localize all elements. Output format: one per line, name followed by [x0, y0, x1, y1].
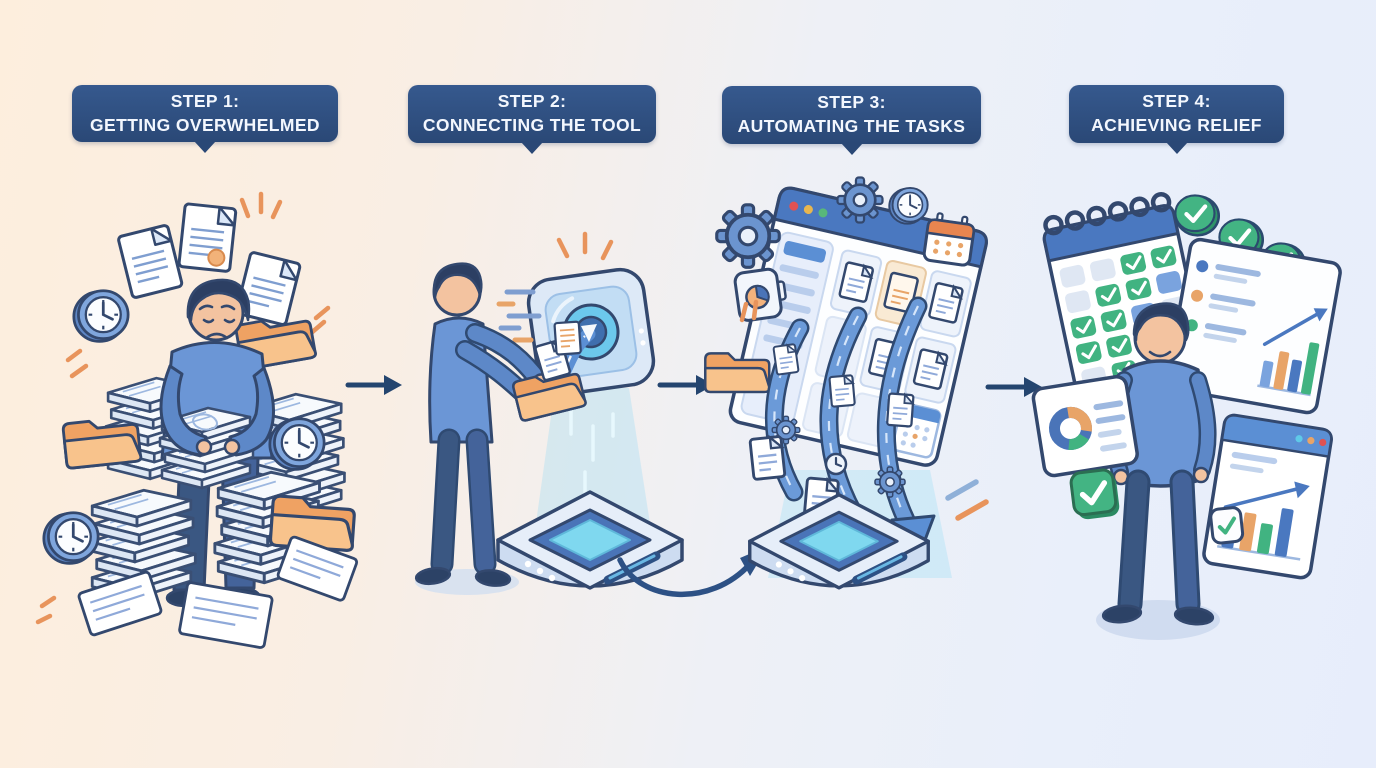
document-icon	[885, 392, 915, 428]
person-shoe	[414, 566, 452, 586]
document-icon	[772, 343, 800, 376]
trend-arrow	[1262, 311, 1321, 346]
step-3-title-line2: AUTOMATING THE TASKS	[737, 116, 966, 136]
window-dot-orange	[1307, 437, 1315, 445]
step-4-title-line1: STEP 4:	[1142, 91, 1211, 112]
gear-icon	[836, 176, 884, 224]
person-hair	[1132, 302, 1190, 342]
document-icon	[748, 434, 787, 482]
spiral-rings	[1043, 191, 1172, 236]
flying-document-seal-icon	[177, 202, 238, 274]
person-leg	[433, 431, 458, 573]
clock-icon	[268, 417, 326, 471]
person-hair	[186, 278, 251, 322]
small-check-card	[1209, 506, 1245, 545]
person-hand	[223, 438, 241, 456]
bullet-orange	[1191, 289, 1204, 302]
scene-step-3-automating	[704, 176, 989, 640]
bullet-blue	[1196, 260, 1209, 273]
clock-icon	[888, 186, 929, 225]
step-1-badge: STEP 1: GETTING OVERWHELMED	[72, 85, 338, 142]
light-streaks	[569, 406, 615, 496]
window-dot-red	[789, 201, 799, 211]
stamp-detail	[192, 413, 218, 431]
trend-arrow	[1223, 486, 1302, 509]
calendar-icon	[922, 212, 976, 267]
step-1-title-line1: STEP 1:	[170, 90, 240, 111]
person-arm	[467, 325, 547, 389]
person-leg	[1120, 472, 1148, 614]
window-doc-card	[904, 336, 957, 404]
check-square-icon	[1069, 468, 1120, 520]
flow-arrow-1-2	[345, 375, 402, 395]
step-2-title-line1: STEP 2:	[497, 91, 567, 112]
document-icon	[828, 374, 856, 408]
folder-icon	[61, 414, 143, 470]
code-lines	[496, 289, 542, 343]
browser-window-chart	[1202, 413, 1333, 580]
scene-step-4-relief	[1031, 191, 1342, 640]
check-coin	[1175, 195, 1218, 235]
scattered-paper	[178, 581, 274, 649]
step-2-title-line2: CONNECTING THE TOOL	[422, 115, 642, 135]
window-doc-card	[919, 270, 972, 338]
window-dot-teal	[1295, 435, 1303, 443]
window-dot-red	[1319, 438, 1327, 447]
step-4-title-line2: ACHIEVING RELIEF	[1091, 115, 1262, 135]
scene-step-2-connecting	[414, 231, 695, 595]
person-hand	[195, 438, 213, 456]
window-dot-green	[818, 208, 828, 218]
step-4-badge: STEP 4: ACHIEVING RELIEF	[1069, 85, 1284, 143]
sad-eyebrows	[198, 304, 236, 311]
stress-sparks-bottom	[35, 595, 57, 625]
scattered-paper	[77, 570, 163, 637]
dashboard-card	[1165, 237, 1342, 415]
flying-document-icon	[116, 223, 185, 300]
step-3-badge: STEP 3: AUTOMATING THE TASKS	[722, 86, 981, 144]
gear-icon	[714, 202, 782, 270]
person-shoe	[1101, 604, 1143, 624]
accent-dashes	[945, 479, 989, 521]
person-leg	[468, 431, 494, 573]
donut-chart-card	[1031, 374, 1139, 478]
scene-step-1-overwhelmed	[35, 191, 359, 649]
step-3-title-line1: STEP 3:	[817, 92, 886, 113]
person-shoe	[474, 569, 512, 587]
flow-arrow-3-4	[985, 377, 1042, 397]
person-shoe	[1173, 606, 1215, 626]
person-leg	[1172, 472, 1198, 614]
clock-icon	[72, 289, 130, 343]
person-hair	[432, 262, 483, 299]
gear-icon	[874, 466, 906, 498]
scattered-paper	[276, 535, 359, 602]
sparks	[556, 231, 614, 261]
step-1-title-line2: GETTING OVERWHELMED	[90, 114, 320, 135]
frown-mouth	[204, 332, 229, 340]
clock-icon	[824, 452, 848, 476]
swoosh-arrowhead	[581, 324, 597, 342]
smile-mouth	[1148, 350, 1172, 358]
person-arm	[1191, 373, 1215, 477]
person-hand	[1192, 466, 1210, 484]
clock-icon	[42, 511, 100, 565]
folder-icon	[704, 352, 771, 394]
sparks	[739, 299, 759, 323]
window-dot-yellow	[803, 205, 813, 215]
held-paper-stack	[158, 406, 255, 490]
step-2-badge: STEP 2: CONNECTING THE TOOL	[408, 85, 656, 143]
bar-chart	[1257, 308, 1328, 397]
sad-eyes	[202, 318, 236, 324]
document-icon	[553, 320, 582, 356]
